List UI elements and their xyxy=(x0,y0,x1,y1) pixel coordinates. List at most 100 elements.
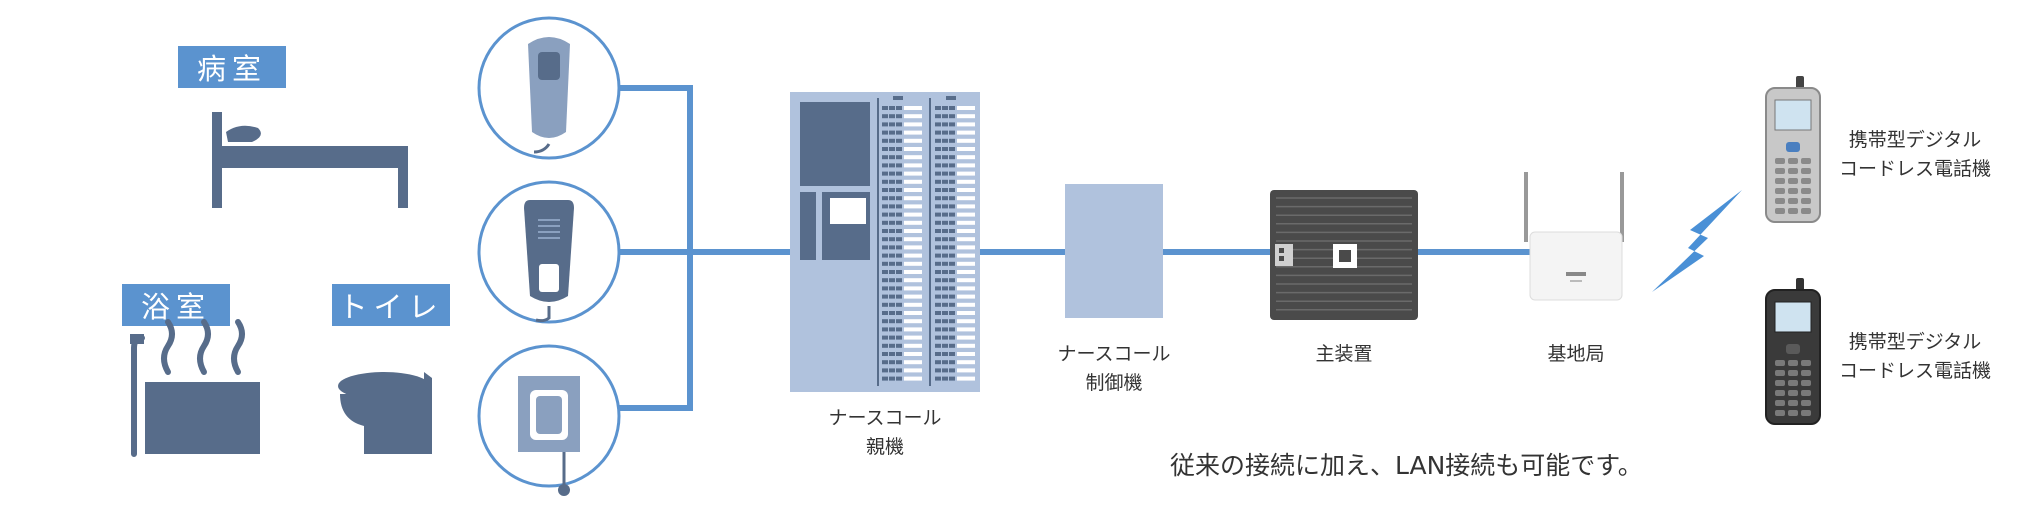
panel-button xyxy=(896,147,902,151)
panel-button xyxy=(942,335,948,340)
keypad-key xyxy=(1775,208,1785,214)
panel-button xyxy=(935,352,941,356)
panel-button xyxy=(882,376,888,381)
panel-button xyxy=(942,163,948,168)
panel-button xyxy=(896,286,902,291)
panel-button xyxy=(935,261,941,266)
panel-button xyxy=(889,270,895,274)
panel-button xyxy=(942,114,948,119)
panel-slot xyxy=(957,171,975,176)
panel-button xyxy=(949,188,955,192)
panel-slot xyxy=(957,294,975,299)
panel-button xyxy=(942,179,948,184)
panel-slot xyxy=(904,130,922,135)
panel-button xyxy=(896,171,902,176)
panel-slot xyxy=(904,163,922,168)
panel-button xyxy=(882,237,888,242)
panel-button xyxy=(889,114,895,119)
keypad-key xyxy=(1775,390,1785,396)
call-button-icon xyxy=(524,200,574,302)
keypad-key xyxy=(1775,380,1785,386)
keypad-key xyxy=(1801,380,1811,386)
panel-button xyxy=(882,229,888,233)
panel-button xyxy=(935,155,941,160)
panel-button xyxy=(942,196,948,201)
panel-slot xyxy=(957,360,975,365)
panel-button xyxy=(889,302,895,307)
panel-button xyxy=(935,270,941,274)
panel-button xyxy=(935,319,941,324)
panel-button xyxy=(882,155,888,160)
panel-slot xyxy=(904,360,922,365)
panel-button xyxy=(935,179,941,184)
keypad-key xyxy=(1775,178,1785,184)
panel-button xyxy=(949,278,955,283)
panel-button xyxy=(889,212,895,217)
panel-button xyxy=(942,311,948,315)
panel-button xyxy=(896,352,902,356)
keypad-key xyxy=(1788,380,1798,386)
panel-slot xyxy=(904,319,922,324)
cordless-phone-black xyxy=(1765,278,1821,425)
panel-button xyxy=(889,368,895,373)
panel-button xyxy=(949,311,955,315)
label-phone-2: 携帯型デジタル コードレス電話機 xyxy=(1820,328,2010,387)
panel-button xyxy=(889,163,895,168)
panel-button xyxy=(935,138,941,143)
panel-button xyxy=(882,327,888,332)
panel-button xyxy=(935,368,941,373)
panel-button xyxy=(896,188,902,192)
panel-button xyxy=(942,261,948,266)
keypad-key xyxy=(1801,410,1811,416)
panel-button xyxy=(949,147,955,151)
panel-button xyxy=(896,294,902,299)
panel-button xyxy=(889,376,895,381)
label-nurse-call-controller: ナースコール 制御機 xyxy=(1044,340,1184,399)
panel-slot xyxy=(904,237,922,242)
panel-button xyxy=(889,327,895,332)
panel-slot xyxy=(957,327,975,332)
panel-button xyxy=(949,261,955,266)
panel-slot xyxy=(957,343,975,348)
panel-slot xyxy=(957,270,975,274)
panel-button xyxy=(949,368,955,373)
panel-slot xyxy=(957,311,975,315)
panel-button xyxy=(882,196,888,201)
panel-slot xyxy=(904,376,922,381)
panel-button xyxy=(896,196,902,201)
panel-slot xyxy=(904,368,922,373)
panel-button xyxy=(882,302,888,307)
label-phone-2-line1: 携帯型デジタル xyxy=(1848,331,1982,353)
panel-button xyxy=(896,155,902,160)
keypad-key xyxy=(1788,198,1798,204)
panel-button xyxy=(896,220,902,225)
panel-button xyxy=(889,261,895,266)
panel-slot xyxy=(904,138,922,143)
panel-button xyxy=(949,106,955,110)
panel-button xyxy=(896,114,902,119)
handset-circle-2 xyxy=(477,180,621,324)
panel-button xyxy=(896,261,902,266)
panel-button xyxy=(896,163,902,168)
panel-slot xyxy=(904,278,922,283)
panel-button xyxy=(942,327,948,332)
panel-button xyxy=(896,122,902,127)
keypad-key xyxy=(1775,168,1785,174)
wireless-signal-icon xyxy=(1652,190,1742,292)
panel-button xyxy=(935,294,941,299)
panel-button xyxy=(896,376,902,381)
connection-lines xyxy=(617,85,1530,411)
panel-button xyxy=(882,319,888,324)
panel-slot xyxy=(904,229,922,233)
panel-button xyxy=(889,237,895,242)
panel-button xyxy=(942,245,948,250)
nurse-call-master-unit xyxy=(790,92,980,392)
panel-button xyxy=(942,130,948,135)
panel-button xyxy=(889,179,895,184)
panel-button xyxy=(896,229,902,233)
keypad-key xyxy=(1801,390,1811,396)
panel-button xyxy=(942,220,948,225)
panel-button xyxy=(935,237,941,242)
panel-button xyxy=(935,253,941,258)
